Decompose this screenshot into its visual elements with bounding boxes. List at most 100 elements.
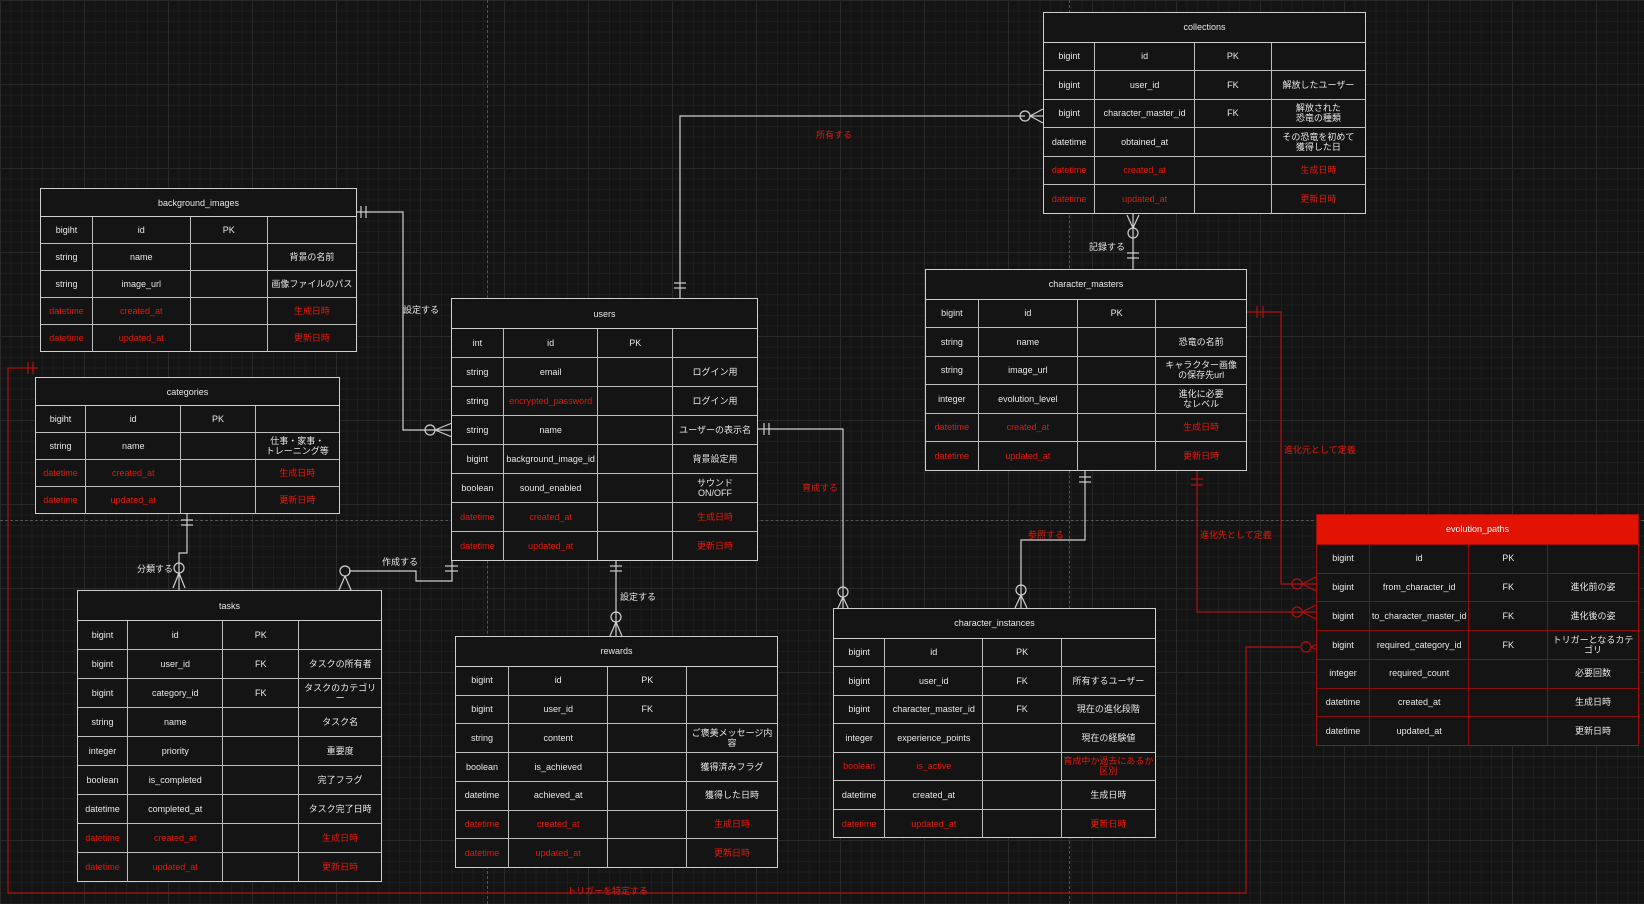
column-note: 生成日時 — [1090, 789, 1127, 800]
column-key — [598, 474, 674, 502]
column-note — [1272, 43, 1365, 71]
column-name: required_count — [1370, 659, 1470, 688]
entity-title: evolution_paths — [1317, 515, 1638, 545]
column-name: category_id — [128, 679, 224, 707]
column-key — [598, 503, 674, 531]
column-name: id — [979, 299, 1078, 328]
column-type: boolean — [456, 753, 509, 781]
column-key — [598, 387, 674, 415]
column-name: updated_at — [885, 809, 984, 838]
column-key: FK — [223, 679, 300, 707]
column-note: 進化後の姿 — [1570, 610, 1616, 621]
column-type: integer — [926, 385, 979, 413]
column-name: sound_enabled — [504, 474, 599, 502]
column-key — [223, 853, 300, 882]
column-name: created_at — [1095, 156, 1195, 185]
column-type: boolean — [834, 752, 886, 780]
column-name: user_id — [509, 695, 609, 724]
column-note: 更新日時 — [322, 862, 359, 873]
column-note: タスクの所有者 — [308, 658, 372, 669]
column-key: PK — [223, 621, 300, 649]
column-note: ログイン用 — [692, 395, 738, 406]
column-note — [268, 217, 356, 243]
column-name: background_image_id — [504, 445, 599, 473]
column-note: 更新日時 — [1183, 451, 1220, 462]
column-name: achieved_at — [509, 781, 609, 810]
rel-evolution-to — [1191, 471, 1317, 620]
column-key — [608, 724, 688, 752]
column-type: bigint — [452, 445, 504, 473]
column-type: bigint — [456, 666, 509, 695]
column-type: string — [926, 356, 979, 385]
